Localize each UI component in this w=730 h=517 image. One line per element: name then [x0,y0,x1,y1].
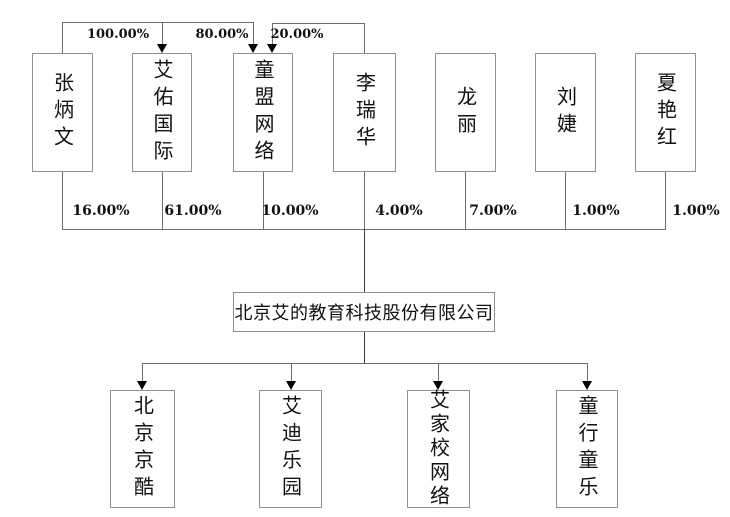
connector-line [465,172,466,229]
subsidiary-name: 童行童乐 [575,395,599,503]
connector-line [364,332,365,363]
connector-line [162,172,163,229]
shareholder-percent-label: 16.00% [72,203,130,219]
upper-link-percent-label: 80.00% [195,27,249,42]
shareholder-percent-label: 7.00% [469,203,517,219]
arrowhead-down-icon [267,44,277,53]
shareholder-name: 李瑞华 [352,72,377,153]
connector-line [162,22,163,45]
shareholder-percent-label: 1.00% [572,203,620,219]
connector-line [364,229,365,292]
arrowhead-down-icon [286,381,296,390]
arrowhead-down-icon [137,381,147,390]
subsidiary-box-aijiaxiaowangluo: 艾家校网络 [407,389,470,509]
connector-line [291,363,292,382]
connector-line [142,363,143,382]
connector-line [364,23,365,53]
subsidiary-name: 艾迪乐园 [278,395,303,503]
subsidiary-name: 艾家校网络 [426,389,451,509]
connector-line [587,363,588,382]
arrowhead-down-icon [248,44,258,53]
shareholder-name: 夏艳红 [653,72,678,153]
shareholder-name: 张炳文 [50,72,75,153]
shareholder-percent-label: 1.00% [672,203,720,219]
connector-line [364,172,365,229]
connector-line [438,363,439,382]
arrowhead-down-icon [582,381,592,390]
arrowhead-down-icon [157,44,167,53]
connector-line [665,172,666,229]
connector-line [142,363,588,364]
company-box: 北京艾的教育科技股份有限公司 [233,292,495,332]
shareholder-box-liujie: 刘婕 [535,53,596,172]
shareholder-box-longli: 龙丽 [435,53,496,172]
subsidiary-box-tongxingtongle: 童行童乐 [556,390,618,508]
shareholder-percent-label: 10.00% [261,203,319,219]
upper-link-percent-label: 100.00% [86,27,150,42]
shareholder-name: 艾佑国际 [150,58,174,167]
connector-line [253,22,254,45]
upper-link-percent-label: 20.00% [270,27,324,42]
connector-line [263,172,264,229]
connector-line [272,23,273,45]
subsidiary-box-beijingjingku: 北京京酷 [110,390,175,508]
shareholder-box-xiayanhong: 夏艳红 [635,53,696,172]
shareholder-name: 刘婕 [553,85,578,140]
shareholder-box-liruihua: 李瑞华 [333,53,396,172]
connector-line [62,22,63,53]
shareholder-percent-label: 61.00% [164,203,222,219]
shareholder-name: 童盟网络 [251,58,275,167]
shareholder-box-zhangbingwen: 张炳文 [32,53,93,172]
connector-line [272,23,365,24]
connector-line [565,172,566,229]
subsidiary-name: 北京京酷 [130,395,155,503]
connector-line [62,172,63,229]
arrowhead-down-icon [433,381,443,390]
shareholder-percent-label: 4.00% [375,203,423,219]
company-name: 北京艾的教育科技股份有限公司 [234,303,494,324]
shareholder-name: 龙丽 [453,85,478,140]
subsidiary-box-aidileyuan: 艾迪乐园 [259,390,322,508]
shareholder-box-aiyouguoji: 艾佑国际 [132,53,192,172]
connector-line [62,22,254,23]
shareholder-box-tongmengwangluo: 童盟网络 [233,53,293,172]
